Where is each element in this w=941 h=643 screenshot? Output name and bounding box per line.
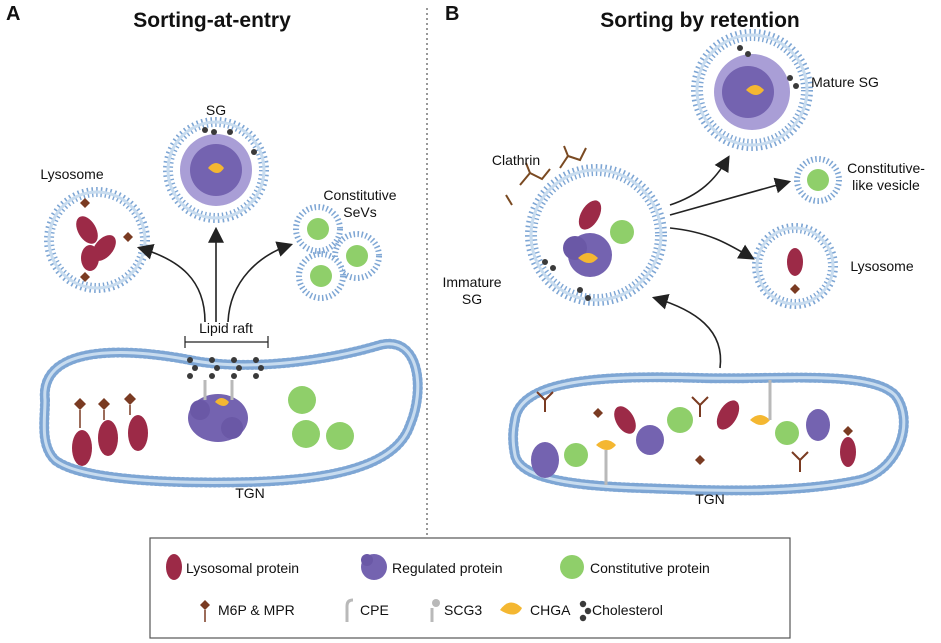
immature-sg-label-line2: SG xyxy=(462,291,482,307)
legend-box xyxy=(149,537,791,639)
legend-m6p-label: M6P & MPR xyxy=(218,602,295,618)
immature-sg-label-line1: Immature xyxy=(442,274,501,290)
constitutive-like-label-line2: like vesicle xyxy=(852,177,920,193)
legend-constitutive-label: Constitutive protein xyxy=(590,560,710,576)
tgn-membrane-b xyxy=(508,372,909,496)
legend-regulated-label: Regulated protein xyxy=(392,560,503,576)
legend-lysosomal-label: Lysosomal protein xyxy=(186,560,299,576)
sg-label-a: SG xyxy=(206,102,226,118)
lysosome-label-b: Lysosome xyxy=(850,258,914,274)
arrows-b xyxy=(651,155,792,369)
constitutive-like-vesicle xyxy=(794,156,842,204)
mature-sg-label: Mature SG xyxy=(811,74,879,90)
scg3-icon xyxy=(430,599,440,622)
regulated-protein-icon xyxy=(361,554,387,580)
constitutive-like-label-line1: Constitutive- xyxy=(847,160,925,176)
panel-a-letter: A xyxy=(6,3,20,25)
tgn-label-b: TGN xyxy=(695,491,725,507)
chga-icon xyxy=(500,602,522,615)
lysosome-vesicle-b xyxy=(752,223,838,309)
mature-sg-vesicle xyxy=(691,29,813,151)
constitutive-label-a-line1: Constitutive xyxy=(323,187,396,203)
legend-scg3-label: SCG3 xyxy=(444,602,482,618)
constitutive-proteins-a xyxy=(288,386,354,450)
tgn-contents-b xyxy=(531,380,856,485)
legend-chga-label: CHGA xyxy=(530,602,571,618)
panel-a-title: Sorting-at-entry xyxy=(133,9,291,32)
cpe-icon xyxy=(345,598,354,622)
lipid-raft-label: Lipid raft xyxy=(199,320,253,336)
constitutive-label-a-line2: SeVs xyxy=(343,204,376,220)
sg-vesicle-a xyxy=(163,117,269,223)
panel-b-letter: B xyxy=(445,3,459,25)
clathrin-coat xyxy=(505,145,587,206)
tgn-label-a: TGN xyxy=(235,485,265,501)
cholesterol-cluster-a xyxy=(187,357,264,379)
arrows-a xyxy=(136,226,294,323)
clathrin-label: Clathrin xyxy=(492,152,540,168)
lysosome-vesicle-a xyxy=(44,187,150,293)
legend-cpe-label: CPE xyxy=(360,602,389,618)
lipid-raft-bracket xyxy=(184,336,269,348)
lysosome-label-a: Lysosome xyxy=(40,166,104,182)
lysosomal-proteins-a xyxy=(72,393,148,466)
lysosomal-protein-icon xyxy=(166,554,182,580)
immature-sg-vesicle xyxy=(525,164,667,306)
constitutive-sevs-a xyxy=(293,204,382,301)
constitutive-protein-icon xyxy=(560,555,584,579)
regulated-protein-aggregate-a xyxy=(188,380,248,442)
m6p-mpr-icon xyxy=(200,600,210,622)
panel-b-title: Sorting by retention xyxy=(600,9,800,32)
cholesterol-icon xyxy=(579,600,592,622)
legend-cholesterol-label: Cholesterol xyxy=(592,602,663,618)
